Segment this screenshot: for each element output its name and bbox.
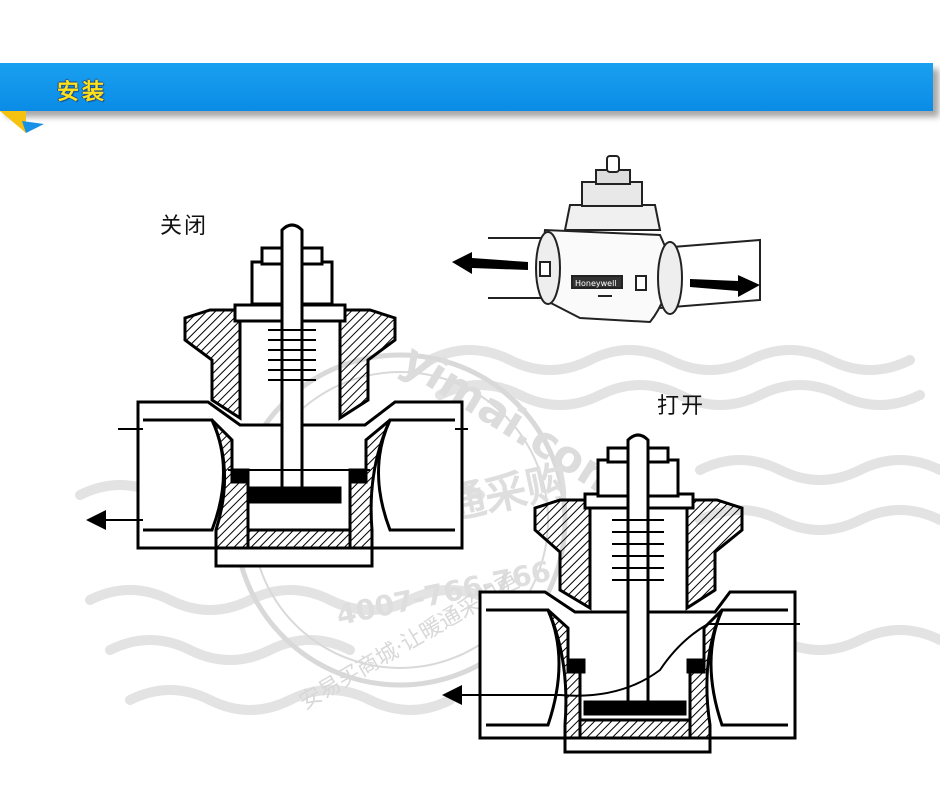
corner-arrow-icon	[0, 111, 44, 133]
open-label: 打开	[657, 394, 706, 419]
valve-brand-text: Honeywell	[575, 279, 617, 288]
valve-closed-section	[136, 223, 464, 568]
closed-label: 关闭	[160, 214, 209, 239]
flow-direction-arrows	[452, 252, 760, 297]
section-title: 安装	[57, 80, 108, 105]
valve-open-section	[478, 433, 797, 754]
valve-perspective-illustration: Honeywell	[488, 155, 761, 324]
section-header-bar: 安装	[0, 63, 933, 111]
